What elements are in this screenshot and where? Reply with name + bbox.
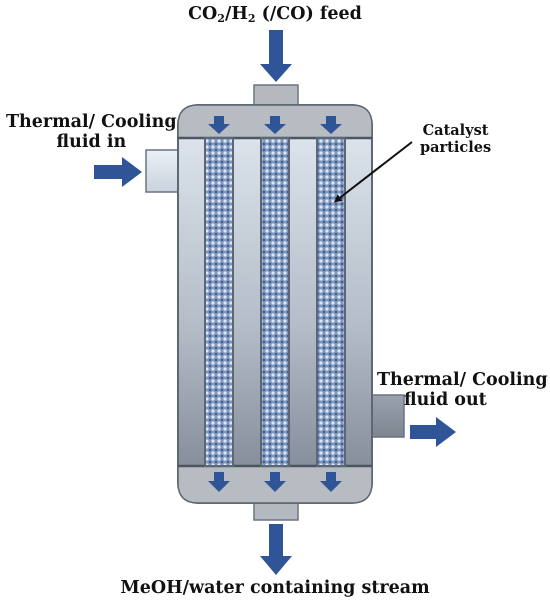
header-arrow-bottom-1 <box>208 472 230 492</box>
feed-label-subscript-1: 2 <box>217 12 225 25</box>
feed-label-h: /H <box>224 4 248 24</box>
catalyst-label: Catalyst particles <box>420 122 492 156</box>
catalyst-tube-2 <box>260 137 290 467</box>
header-arrow-top-2 <box>264 116 286 134</box>
feed-label-co: CO <box>188 4 218 24</box>
fluid-inlet-nozzle <box>145 149 181 193</box>
header-arrow-bottom-3 <box>320 472 342 492</box>
catalyst-tube-3 <box>316 137 346 467</box>
feed-label-rest: (/CO) feed <box>255 4 362 24</box>
fluid-in-label-line-1: Thermal/ Cooling <box>6 112 177 132</box>
fluid-in-arrow <box>94 157 142 187</box>
catalyst-tube-1 <box>204 137 234 467</box>
product-arrow <box>260 524 292 575</box>
fluid-out-label-line-1: Thermal/ Cooling <box>377 370 548 390</box>
fluid-out-arrow <box>410 417 456 447</box>
feed-arrow <box>260 30 292 82</box>
fluid-out-label: Thermal/ Cooling fluid out <box>377 370 548 410</box>
fluid-out-label-line-2: fluid out <box>403 390 487 411</box>
header-arrow-top-3 <box>320 116 342 134</box>
catalyst-pointer-line <box>333 141 413 203</box>
feed-label-subscript-2: 2 <box>247 12 256 25</box>
product-label: MeOH/water containing stream <box>120 578 430 598</box>
fluid-in-label: Thermal/ Cooling fluid in <box>6 112 177 152</box>
feed-label: CO2/H2 (/CO) feed <box>0 4 550 26</box>
catalyst-label-line-1: Catalyst <box>422 122 489 139</box>
catalyst-label-line-2: particles <box>420 138 492 156</box>
header-arrow-bottom-2 <box>264 472 286 492</box>
fluid-in-label-line-2: fluid in <box>56 132 127 153</box>
header-arrow-top-1 <box>208 116 230 134</box>
